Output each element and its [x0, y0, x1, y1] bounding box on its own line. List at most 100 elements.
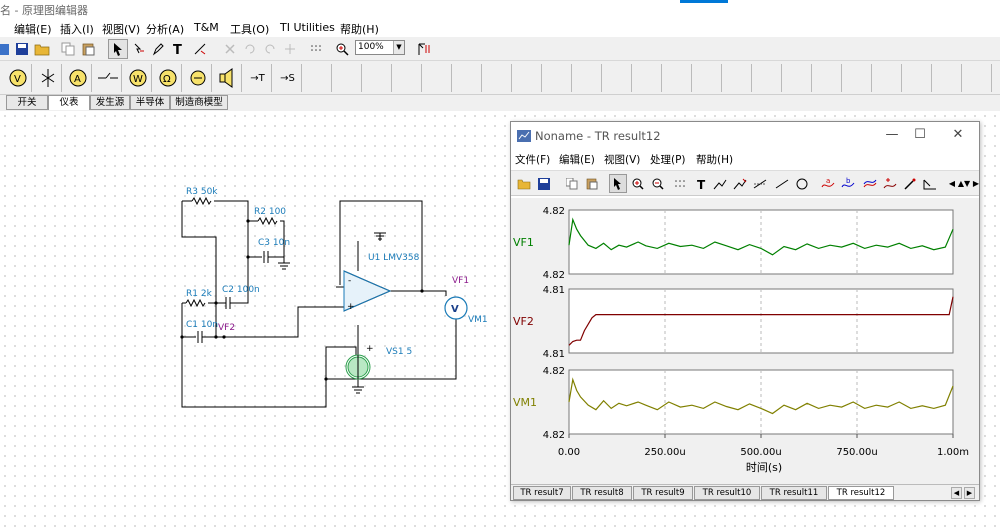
zoom-select[interactable]: 100% — [355, 40, 405, 55]
grid-icon[interactable] — [671, 174, 689, 193]
menu-edit[interactable]: 编辑(E) — [14, 23, 52, 36]
multi-curve-icon[interactable] — [861, 174, 879, 193]
voltmeter-icon[interactable]: V — [4, 64, 32, 92]
minimize-icon[interactable]: — — [885, 127, 899, 142]
menu-tools[interactable]: 工具(O) — [230, 23, 270, 36]
scroll-spin-icon[interactable]: ▲▼ — [957, 179, 971, 188]
tab-meters[interactable]: 仪表 — [48, 95, 90, 110]
speaker-icon[interactable] — [214, 64, 242, 92]
wire-pointer-icon[interactable] — [128, 39, 148, 59]
opamp-plus: + — [347, 302, 355, 312]
result-window-titlebar[interactable]: Noname - TR result12 — ☐ ✕ — [511, 122, 979, 150]
zoom-icon[interactable] — [332, 39, 352, 59]
svg-text:V: V — [14, 74, 21, 85]
u1-label: U1 LMV358 — [368, 253, 420, 263]
marker-a-icon[interactable]: a — [819, 174, 837, 193]
result-menu-file[interactable]: 文件(F) — [515, 154, 551, 166]
output-time-icon[interactable]: →T — [244, 64, 272, 92]
erase-icon[interactable] — [190, 39, 210, 59]
zoom-out-icon[interactable] — [649, 174, 667, 193]
ohm-meter-icon[interactable]: Ω — [154, 64, 182, 92]
text-icon[interactable]: T — [168, 39, 188, 59]
tab-semiconductors[interactable]: 半导体 — [130, 95, 170, 110]
maximize-icon[interactable]: ☐ — [914, 127, 926, 142]
wattmeter-icon[interactable]: W — [124, 64, 152, 92]
result-menu-process[interactable]: 处理(P) — [650, 154, 686, 166]
zoom-in-icon[interactable] — [629, 174, 647, 193]
empty-slot — [364, 64, 392, 92]
component-toolbar: V A W Ω →T →S — [0, 61, 1000, 95]
c1-label: C1 10n — [186, 320, 218, 330]
tab-tr-result9[interactable]: TR result9 — [633, 486, 693, 500]
scroll-left-icon[interactable]: ◀ — [948, 179, 956, 188]
tangent-icon[interactable] — [751, 174, 769, 193]
tab-tr-result10[interactable]: TR result10 — [694, 486, 760, 500]
tab-tr-result8[interactable]: TR result8 — [572, 486, 632, 500]
tab-tr-result12[interactable]: TR result12 — [828, 486, 894, 500]
paste-icon[interactable] — [78, 39, 98, 59]
delete-icon[interactable] — [220, 39, 240, 59]
grid-icon[interactable] — [306, 39, 326, 59]
text-icon[interactable]: T — [693, 174, 711, 193]
menu-tm[interactable]: T&M — [194, 21, 219, 34]
vf2-label: VF2 — [218, 323, 235, 333]
add-curve-icon[interactable] — [881, 174, 899, 193]
pointer-icon[interactable] — [609, 174, 627, 193]
line-icon[interactable] — [773, 174, 791, 193]
empty-slot — [454, 64, 482, 92]
result-window-title: Noname - TR result12 — [535, 129, 661, 143]
cursor-a-icon[interactable] — [711, 174, 729, 193]
close-icon[interactable]: ✕ — [952, 127, 964, 142]
ammeter-icon[interactable]: A — [64, 64, 92, 92]
empty-slot — [394, 64, 422, 92]
scroll-right-icon[interactable]: ▶ — [972, 179, 980, 188]
menu-analysis[interactable]: 分析(A) — [146, 23, 185, 36]
output-s-icon[interactable]: →S — [274, 64, 302, 92]
tabs-scroll-left-icon[interactable]: ◀ — [951, 487, 962, 499]
pencil-icon[interactable] — [148, 39, 168, 59]
open-folder-icon[interactable] — [515, 174, 533, 193]
move-icon[interactable] — [280, 39, 300, 59]
svg-text:W: W — [133, 74, 143, 85]
cursor-b-icon[interactable] — [731, 174, 749, 193]
menu-ti-utilities[interactable]: TI Utilities — [280, 21, 335, 34]
redo-icon[interactable] — [260, 39, 280, 59]
result-menu-view[interactable]: 视图(V) — [604, 154, 641, 166]
x-tick-label: 500.00u — [740, 447, 781, 458]
step-curve-icon[interactable] — [921, 174, 939, 193]
new-icon[interactable] — [0, 39, 14, 59]
tab-tr-result11[interactable]: TR result11 — [761, 486, 827, 500]
result-menu-help[interactable]: 帮助(H) — [696, 154, 734, 166]
result-menu-edit[interactable]: 编辑(E) — [559, 154, 595, 166]
ellipse-icon[interactable] — [793, 174, 811, 193]
vm1-label: VM1 — [468, 315, 488, 325]
lamp-icon[interactable] — [184, 64, 212, 92]
menu-insert[interactable]: 插入(I) — [60, 23, 94, 36]
switch-icon[interactable] — [94, 64, 122, 92]
menu-view[interactable]: 视图(V) — [102, 23, 141, 36]
probe-icon[interactable] — [901, 174, 919, 193]
menu-help[interactable]: 帮助(H) — [340, 23, 379, 36]
paste-icon[interactable] — [583, 174, 601, 193]
chevron-down-icon[interactable]: ▼ — [393, 41, 404, 54]
ohmmeter-icon[interactable] — [34, 64, 62, 92]
copy-icon[interactable] — [563, 174, 581, 193]
tabs-scroll-right-icon[interactable]: ▶ — [964, 487, 975, 499]
marker-b-icon[interactable]: b — [839, 174, 857, 193]
copy-icon[interactable] — [58, 39, 78, 59]
tab-tr-result7[interactable]: TR result7 — [513, 486, 571, 500]
tab-sources[interactable]: 发生源 — [90, 95, 130, 110]
component-wizard-icon[interactable] — [414, 39, 434, 59]
pointer-icon[interactable] — [108, 39, 128, 59]
vs1-label: VS1 5 — [386, 347, 412, 357]
undo-icon[interactable] — [240, 39, 260, 59]
open-folder-icon[interactable] — [32, 39, 52, 59]
tr-result-window[interactable]: Noname - TR result12 — ☐ ✕ 文件(F) 编辑(E) 视… — [510, 121, 980, 501]
save-icon[interactable] — [12, 39, 32, 59]
svg-text:T: T — [173, 43, 182, 56]
tab-switches[interactable]: 开关 — [6, 95, 48, 110]
save-icon[interactable] — [535, 174, 553, 193]
tab-manufacturer-models[interactable]: 制造商模型 — [170, 95, 228, 110]
